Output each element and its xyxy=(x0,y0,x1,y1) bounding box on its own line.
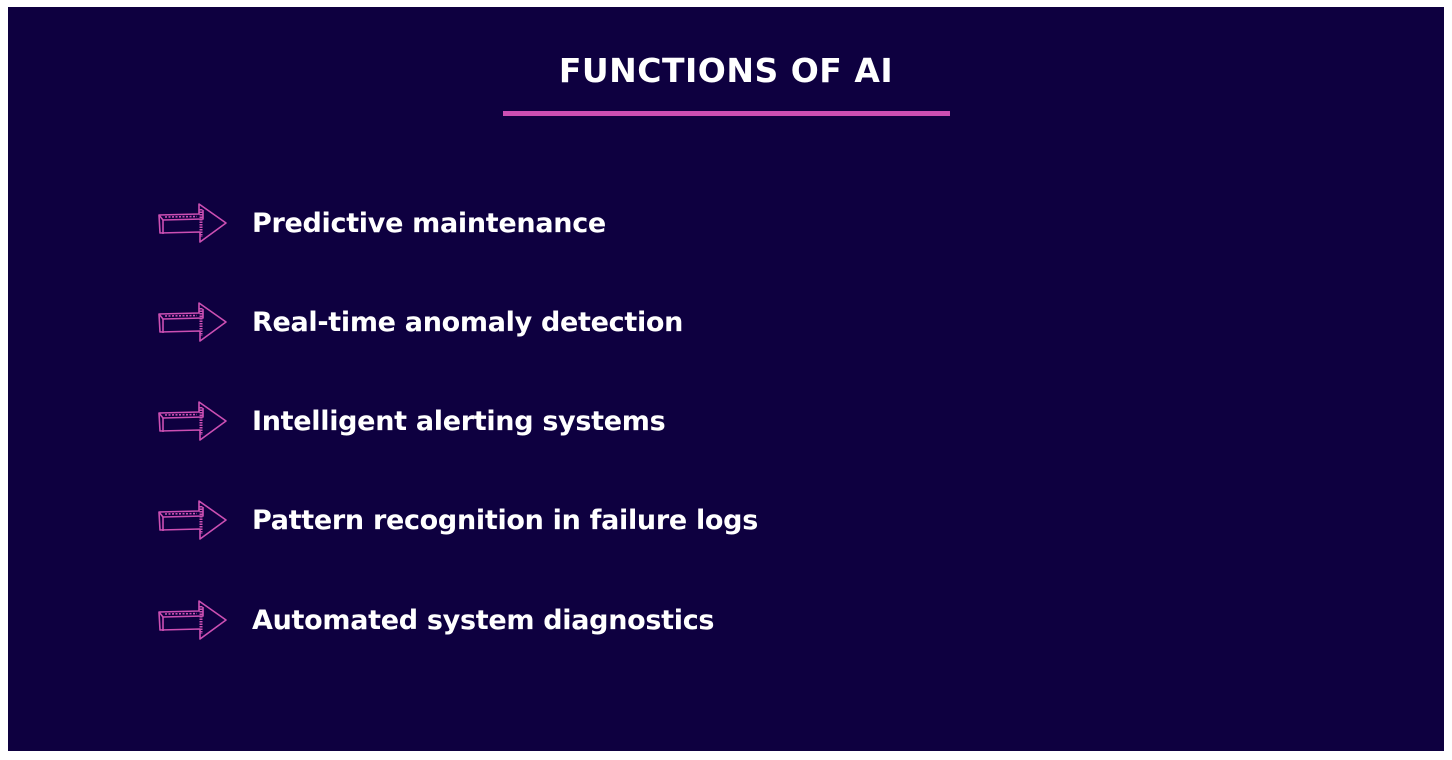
arrow-right-icon xyxy=(158,302,227,342)
item-label: Automated system diagnostics xyxy=(252,604,715,636)
title-underline xyxy=(503,111,950,116)
list-item: Intelligent alerting systems xyxy=(155,398,666,444)
slide-title: FUNCTIONS OF AI xyxy=(558,51,894,90)
arrow-right-icon xyxy=(158,600,227,640)
arrow-right-icon xyxy=(158,203,227,243)
list-item: Real-time anomaly detection xyxy=(155,299,683,345)
item-label: Real-time anomaly detection xyxy=(252,306,684,338)
list-item: Pattern recognition in failure logs xyxy=(155,497,758,543)
list-item: Automated system diagnostics xyxy=(155,597,714,643)
item-label: Pattern recognition in failure logs xyxy=(252,504,758,536)
item-label: Predictive maintenance xyxy=(252,207,606,239)
slide: FUNCTIONS OF AI Predictive maintenance R… xyxy=(8,7,1444,751)
list-item: Predictive maintenance xyxy=(155,200,606,246)
item-label: Intelligent alerting systems xyxy=(252,405,666,437)
arrow-right-icon xyxy=(158,401,227,441)
arrow-right-icon xyxy=(158,500,227,540)
